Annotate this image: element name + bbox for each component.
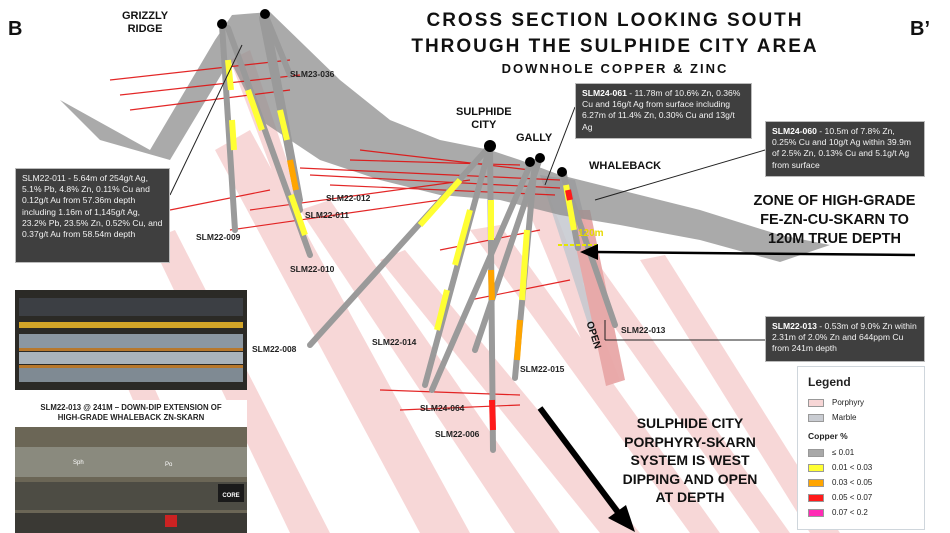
callout-slm24-061: SLM24-061 - 11.78m of 10.6% Zn, 0.36% Cu… <box>575 83 752 139</box>
dip-arrow-head <box>608 505 635 532</box>
core-logo: CORE <box>218 484 244 502</box>
system-annotation: SULPHIDE CITY PORPHYRY-SKARN SYSTEM IS W… <box>600 414 780 507</box>
hole-label-slm23-036: SLM23-036 <box>290 69 335 79</box>
core-photo-2-caption: SLM22-013 @ 241M – DOWN-DIP EXTENSION OF… <box>15 400 247 427</box>
callout-slm24-061-title: SLM24-061 <box>582 88 627 98</box>
section-end-label: B’ <box>910 18 930 40</box>
drill-trace-slm24-064 <box>429 162 533 393</box>
legend-copper-4-swatch <box>808 493 824 502</box>
grizzly-ridge-label: GRIZZLY RIDGE <box>122 10 168 36</box>
drill-trace-slm22-008 <box>307 143 493 348</box>
callout-slm24-060: SLM24-060 - 10.5m of 7.8% Zn, 0.25% Cu a… <box>765 121 925 177</box>
callout-slm22-013-body: - 0.53m of 9.0% Zn within 2.31m of 2.0% … <box>772 321 917 354</box>
dip-arrow-shaft <box>537 406 623 517</box>
zone-arrow-shaft <box>594 250 916 257</box>
hole-label-slm22-008: SLM22-008 <box>252 344 297 354</box>
callout-leaders <box>169 44 766 341</box>
system-line-3: SYSTEM IS WEST <box>630 452 750 468</box>
caption-line-2: HIGH-GRADE WHALEBACK ZN-SKARN <box>57 413 205 422</box>
hole-label-slm22-015: SLM22-015 <box>520 364 565 374</box>
legend-swatch-marble <box>808 413 824 422</box>
legend-copper-2: 0.01 < 0.03 <box>808 460 916 475</box>
core-photo-1-image <box>15 290 247 390</box>
legend-copper-4-label: 0.05 < 0.07 <box>832 493 873 502</box>
hole-label-slm24-064: SLM24-064 <box>420 403 465 413</box>
whaleback-label: WHALEBACK <box>589 160 662 172</box>
open-extension <box>568 210 625 386</box>
legend-item-marble: Marble <box>808 410 916 425</box>
system-line-2: PORPHYRY-SKARN <box>624 433 756 450</box>
hole-label-slm22-013: SLM22-013 <box>621 325 666 335</box>
legend-copper-2-label: 0.01 < 0.03 <box>832 463 873 472</box>
legend-copper-1-swatch <box>808 448 824 457</box>
section-start-label: B <box>8 18 23 40</box>
grizzly-label-line1: GRIZZLY <box>122 10 169 22</box>
system-line-5: AT DEPTH <box>655 489 725 505</box>
core-photo-2-image <box>15 427 247 533</box>
system-line-4: DIPPING AND OPEN <box>622 470 758 487</box>
callout-slm22-013: SLM22-013 - 0.53m of 9.0% Zn within 2.31… <box>765 316 925 362</box>
legend-copper-1: ≤ 0.01 <box>808 445 916 460</box>
legend-copper-3: 0.03 < 0.05 <box>808 475 916 490</box>
hole-label-slm22-014: SLM22-014 <box>372 337 417 347</box>
mineralized-veins <box>109 59 571 411</box>
legend-copper-3-swatch <box>808 478 824 487</box>
drill-trace-gally <box>472 155 543 353</box>
system-line-1: SULPHIDE CITY <box>636 415 744 431</box>
callout-slm24-061-body: - 11.78m of 10.6% Zn, 0.36% Cu and 16g/t… <box>582 88 741 132</box>
sulphide-label-line1: SULPHIDE <box>456 106 512 118</box>
legend-copper-1-label: ≤ 0.01 <box>832 448 855 457</box>
drill-trace-slm22-009 <box>219 22 238 233</box>
legend-copper-5-swatch <box>808 508 824 517</box>
legend-swatch-porphyry <box>808 398 824 407</box>
hole-label-slm22-009: SLM22-009 <box>196 232 241 242</box>
zone-line-2: FE-ZN-CU-SKARN TO <box>760 212 909 228</box>
callout-slm24-060-body: - 10.5m of 7.8% Zn, 0.25% Cu and 10g/t A… <box>772 126 912 170</box>
zone-arrow-head <box>580 244 598 260</box>
depth-label: 120m <box>578 228 604 239</box>
collars <box>217 9 567 177</box>
legend-copper-5: 0.07 < 0.2 <box>808 505 916 520</box>
callout-slm24-060-title: SLM24-060 <box>772 126 817 136</box>
legend-label-marble: Marble <box>832 413 857 422</box>
assay-intervals <box>225 59 577 431</box>
legend-copper-3-label: 0.03 < 0.05 <box>832 478 873 487</box>
legend-copper-title: Copper % <box>808 431 848 441</box>
title-line-2: THROUGH THE SULPHIDE CITY AREA <box>411 36 819 57</box>
topography-surface <box>60 12 830 262</box>
hole-label-slm22-011: SLM22-011 <box>305 210 349 220</box>
core-photo-1 <box>15 290 247 390</box>
legend-copper-4: 0.05 < 0.07 <box>808 490 916 505</box>
zone-line-3: 120M TRUE DEPTH <box>768 231 901 247</box>
hole-label-slm22-006: SLM22-006 <box>435 429 480 439</box>
core-photo-2: SLM22-013 @ 241M – DOWN-DIP EXTENSION OF… <box>15 400 247 533</box>
legend-label-porphyry: Porphyry <box>832 398 865 407</box>
legend-copper-2-swatch <box>808 463 824 472</box>
gally-label: GALLY <box>516 132 553 144</box>
title-line-3: DOWNHOLE COPPER & ZINC <box>501 61 729 76</box>
zone-line-1: ZONE OF HIGH-GRADE <box>753 193 916 209</box>
legend-title: Legend <box>808 375 851 389</box>
callout-slm22-013-title: SLM22-013 <box>772 321 817 331</box>
sulphide-city-label: SULPHIDE CITY <box>456 106 512 132</box>
title-line-1: CROSS SECTION LOOKING SOUTH <box>426 10 804 31</box>
legend: Legend Porphyry Marble Copper % ≤ 0.01 0… <box>797 366 925 530</box>
caption-line-1: SLM22-013 @ 241M – DOWN-DIP EXTENSION OF <box>40 403 222 412</box>
legend-item-porphyry: Porphyry <box>808 395 916 410</box>
mark-po: Po <box>165 462 173 468</box>
grizzly-label-line2: RIDGE <box>127 23 163 35</box>
zone-annotation: ZONE OF HIGH-GRADE FE-ZN-CU-SKARN TO 120… <box>732 192 937 249</box>
hole-label-slm22-012: SLM22-012 <box>326 193 371 203</box>
mark-sph: Sph <box>73 460 84 466</box>
callout-slm22-011: SLM22-011 - 5.64m of 254g/t Ag, 5.1% Pb,… <box>15 168 170 263</box>
hole-label-slm22-010: SLM22-010 <box>290 264 335 274</box>
sulphide-label-line2: CITY <box>471 119 497 131</box>
legend-copper-5-label: 0.07 < 0.2 <box>832 508 868 517</box>
